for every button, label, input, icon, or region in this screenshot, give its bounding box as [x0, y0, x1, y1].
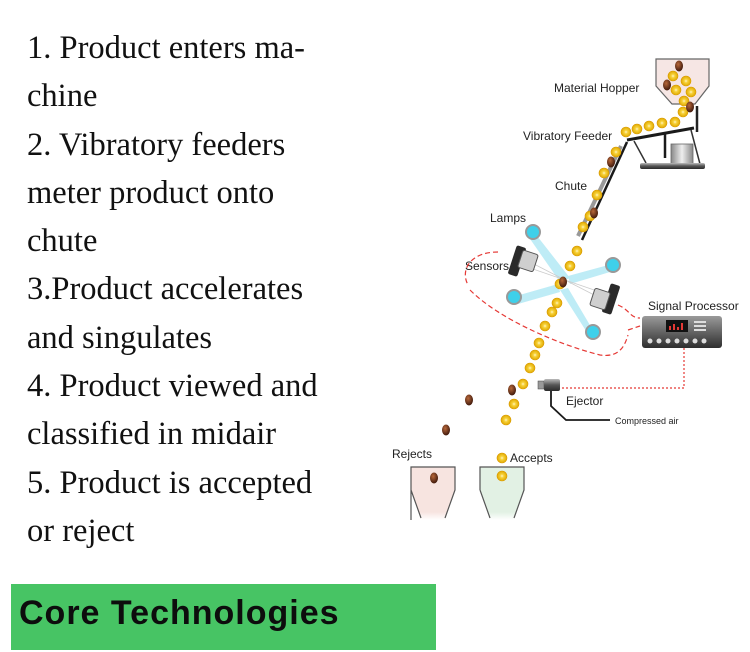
- bad-product-icon: [430, 472, 438, 484]
- bad-product-icon: [590, 207, 598, 219]
- ejector-label: Ejector: [566, 394, 603, 408]
- good-product-icon: [656, 117, 668, 129]
- process-steps-list: 1. Product enters ma- chine 2. Vibratory…: [27, 24, 397, 555]
- good-product-icon: [529, 349, 541, 361]
- lamp-bottom: [585, 324, 601, 340]
- good-product-icon: [517, 378, 529, 390]
- bad-product-icon: [508, 384, 516, 396]
- lamps-label: Lamps: [490, 211, 526, 225]
- core-technologies-banner: Core Technologies: [11, 584, 436, 650]
- step-line: 5. Product is accepted: [27, 464, 313, 501]
- good-product-icon: [598, 167, 610, 179]
- light-beams: [516, 232, 612, 334]
- bad-product-icon: [559, 276, 567, 288]
- good-product-icon: [591, 189, 603, 201]
- step-line: and singulates: [27, 319, 213, 356]
- bad-product-icon: [675, 60, 683, 72]
- step-line: 1. Product enters ma-: [27, 30, 305, 66]
- bad-product-icon: [607, 156, 615, 168]
- rejects-bin: [410, 466, 456, 520]
- ejector: [537, 379, 610, 421]
- good-product-icon: [670, 84, 682, 96]
- rejects-label: Rejects: [392, 447, 432, 461]
- lamp-right: [605, 257, 621, 273]
- good-product-icon: [678, 95, 690, 107]
- good-product-icon: [631, 123, 643, 135]
- good-product-icon: [500, 414, 512, 426]
- step-line: chute: [27, 223, 98, 260]
- good-product-icon: [551, 297, 563, 309]
- step-line: chine: [27, 78, 98, 115]
- lamp-left: [506, 289, 522, 305]
- step-line: 4. Product viewed and: [27, 368, 318, 405]
- bad-product-icon: [465, 394, 473, 406]
- good-product-icon: [680, 75, 692, 87]
- good-product-icon: [667, 70, 679, 82]
- good-product-icon: [669, 116, 681, 128]
- compressed-air-label: Compressed air: [615, 416, 679, 426]
- accepts-bin: [479, 466, 525, 520]
- good-product-icon: [496, 470, 508, 482]
- good-product-icon: [677, 106, 689, 118]
- bad-product-icon: [663, 79, 671, 91]
- step-line: classified in midair: [27, 416, 277, 453]
- good-product-icon: [643, 120, 655, 132]
- sensor-camera-left: [508, 245, 539, 277]
- sensor-camera-right: [589, 283, 620, 315]
- banner-title: Core Technologies: [19, 594, 340, 632]
- signal-processor: [642, 316, 722, 348]
- sensors-label: Sensors: [465, 259, 509, 273]
- step-line: or reject: [27, 512, 135, 549]
- good-product-icon: [546, 306, 558, 318]
- sorting-machine-diagram: Material Hopper Vibratory Feeder Chute L…: [392, 58, 739, 520]
- good-product-icon: [620, 126, 632, 138]
- accepts-label: Accepts: [510, 451, 553, 465]
- step-line: 3.Product accelerates: [27, 271, 304, 308]
- bad-product-icon: [442, 424, 450, 436]
- good-product-icon: [564, 260, 576, 272]
- good-product-icon: [533, 337, 545, 349]
- step-line: meter product onto: [27, 174, 275, 211]
- product-particles: [430, 60, 697, 484]
- good-product-icon: [508, 398, 520, 410]
- good-product-icon: [577, 221, 589, 233]
- vibratory-feeder: [626, 126, 705, 169]
- good-product-icon: [524, 362, 536, 374]
- signal-processor-label: Signal Processor: [648, 299, 739, 313]
- good-product-icon: [539, 320, 551, 332]
- bad-product-icon: [686, 101, 694, 113]
- material-hopper-label: Material Hopper: [554, 81, 639, 95]
- good-product-icon: [610, 146, 622, 158]
- good-product-icon: [571, 245, 583, 257]
- good-product-icon: [685, 86, 697, 98]
- vibratory-feeder-label: Vibratory Feeder: [523, 129, 612, 143]
- step-line: 2. Vibratory feeders: [27, 126, 286, 163]
- signal-lines: [464, 251, 685, 389]
- lamp-top-left: [525, 224, 541, 240]
- good-product-icon: [496, 452, 508, 464]
- chute-label: Chute: [555, 179, 587, 193]
